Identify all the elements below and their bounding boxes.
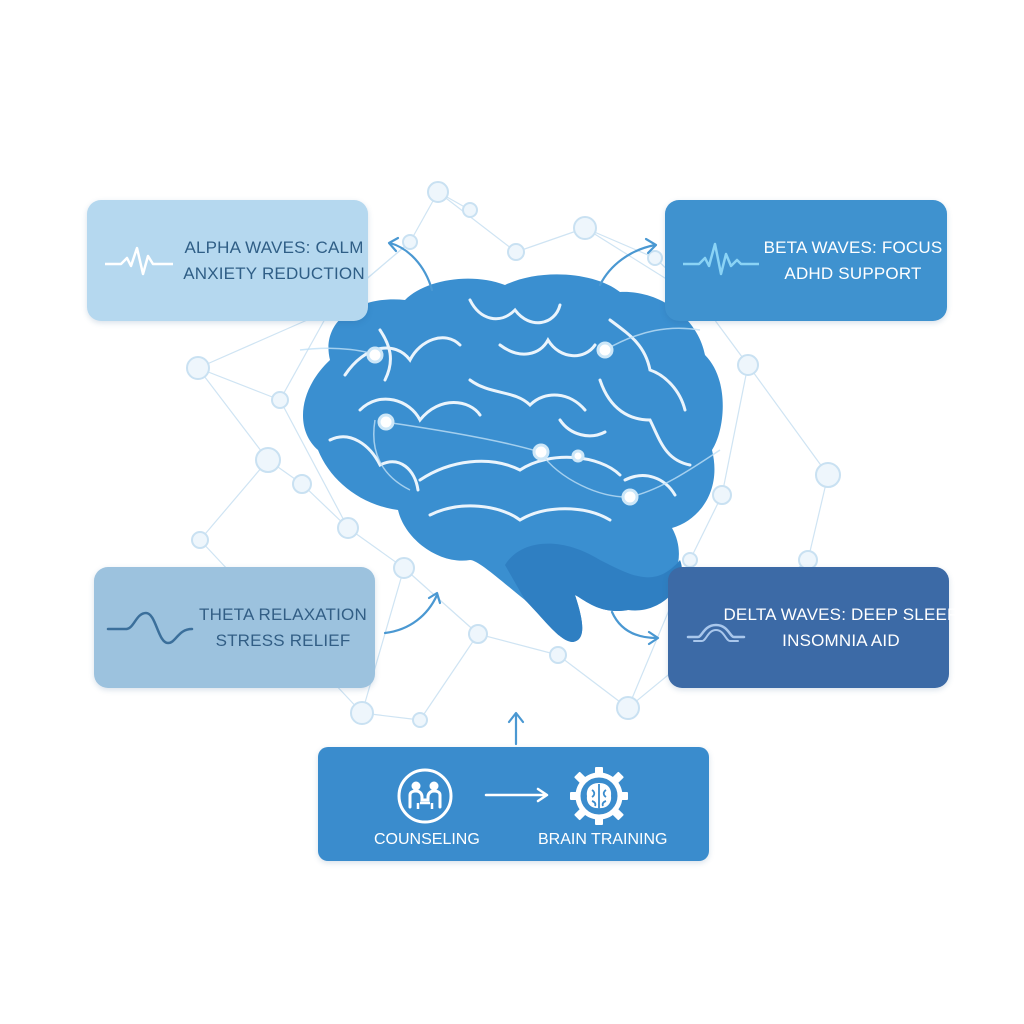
delta-wave-icon [686,623,746,642]
therapy-card: COUNSELING BRAIN TRAINING [318,747,709,861]
delta-card-subtitle: INSOMNIA AID [782,631,900,650]
counseling-people-icon [397,768,453,824]
beta-card-title: BETA WAVES: FOCUS [763,238,943,257]
theta-wave-icon [106,611,194,645]
theta-relaxation-card: THETA RELAXATION STRESS RELIEF [94,567,375,688]
beta-waves-card: BETA WAVES: FOCUS ADHD SUPPORT [665,200,947,321]
brain-gear-icon [570,767,628,825]
arrow-to-delta [610,610,659,640]
brain-illustration [299,274,723,642]
alpha-card-subtitle: ANXIETY REDUCTION [183,264,365,283]
delta-card-title: DELTA WAVES: DEEP SLEEP [723,605,959,624]
alpha-card-title: ALPHA WAVES: CALM [184,238,364,257]
right-arrow-icon [484,787,549,803]
arrow-to-beta [598,243,657,287]
brain-training-label: BRAIN TRAINING [538,831,668,848]
beta-card-subtitle: ADHD SUPPORT [784,264,922,283]
arrow-to-alpha [388,241,434,292]
counseling-label: COUNSELING [374,831,480,848]
alpha-waves-card: ALPHA WAVES: CALM ANXIETY REDUCTION [87,200,368,321]
arrow-from-theta [383,593,439,635]
beta-wave-icon [683,242,759,276]
connector-arrows [383,236,660,746]
alpha-wave-icon [105,246,173,276]
theta-card-title: THETA RELAXATION [199,605,367,624]
theta-card-subtitle: STRESS RELIEF [215,631,351,650]
delta-waves-card: DELTA WAVES: DEEP SLEEP INSOMNIA AID [668,567,958,688]
